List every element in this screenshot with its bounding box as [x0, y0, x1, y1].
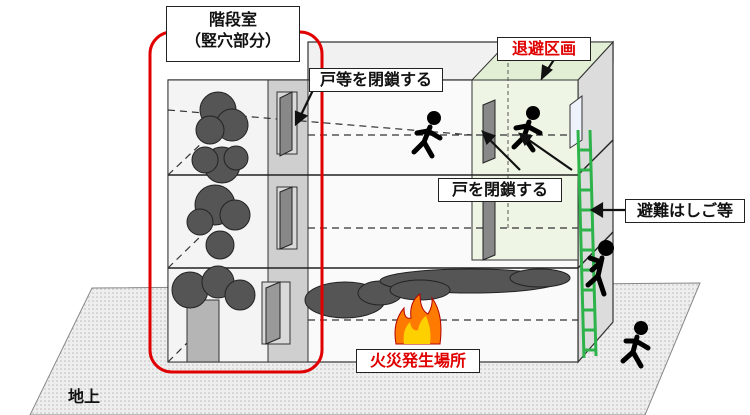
stairwell-label: 階段室 （竪穴部分）	[166, 6, 300, 62]
running-person-icon	[411, 111, 443, 159]
smoke-cloud-icon	[304, 268, 571, 319]
door-icon	[276, 186, 298, 250]
running-person-icon	[620, 321, 651, 369]
fire-icon	[394, 293, 442, 345]
stairwell-label-line1: 階段室	[208, 10, 257, 29]
window-icon	[569, 95, 583, 149]
door-icon	[186, 299, 220, 363]
close-door-etc-label: 戸等を閉鎖する	[309, 68, 443, 92]
stairwell-label-line2: （竪穴部分）	[184, 31, 281, 50]
leader-arrows	[294, 54, 625, 218]
smoke-cloud-icon	[171, 91, 256, 311]
ground-label: 地上	[68, 387, 101, 406]
refuge-zone-label: 退避区画	[497, 37, 591, 61]
door-icon	[482, 99, 496, 261]
climbing-person-icon	[585, 240, 614, 297]
door-icon	[276, 91, 298, 157]
escape-ladder-label: 避難はしご等	[625, 199, 745, 223]
close-door-label: 戸を閉鎖する	[438, 178, 562, 202]
fire-location-label: 火災発生場所	[356, 349, 480, 373]
door-icon	[261, 281, 291, 345]
